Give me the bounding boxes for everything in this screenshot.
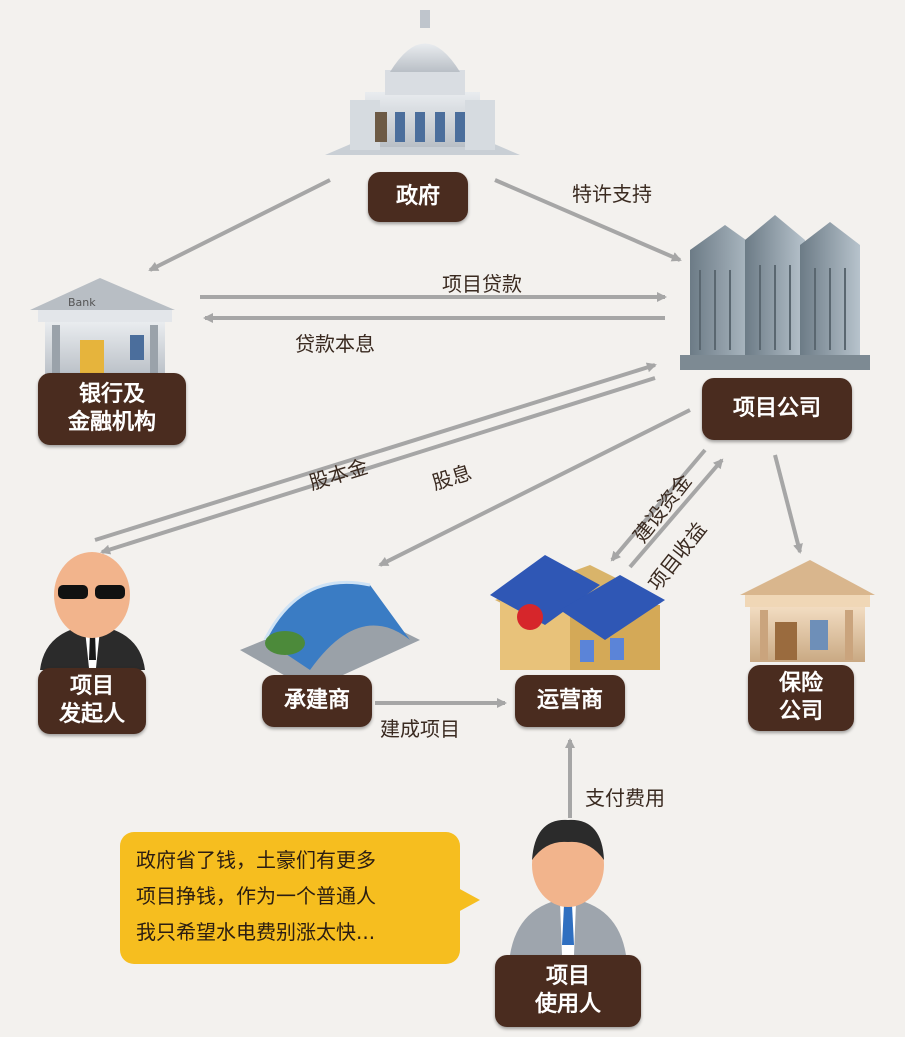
- arrow-company-to-contractor: [378, 408, 691, 567]
- arrow-operator-to-company: [628, 458, 724, 569]
- node-label-line1: 项目: [545, 964, 590, 989]
- arrows: [94, 178, 803, 818]
- node-label-line1: 项目: [69, 674, 114, 699]
- bubble-line: 政府省了钱，土豪们有更多: [136, 848, 376, 872]
- user-speech-bubble: 政府省了钱，土豪们有更多 项目挣钱，作为一个普通人 我只希望水电费别涨太快...: [120, 832, 480, 964]
- sponsor-person-icon: [40, 552, 145, 670]
- node-contractor: 承建商: [262, 675, 372, 727]
- edge-label-franchise-support: 特许支持: [572, 182, 652, 206]
- bubble-line: 我只希望水电费别涨太快...: [136, 920, 376, 944]
- edge-label-completed-project: 建成项目: [380, 717, 460, 741]
- node-label-line1: 银行及: [78, 382, 145, 407]
- node-label-line2: 发起人: [58, 702, 125, 727]
- arrow-gov-to-company: [494, 178, 682, 262]
- government-building-icon: [325, 10, 520, 155]
- node-operator: 运营商: [515, 675, 625, 727]
- node-project-company: 项目公司: [702, 378, 852, 440]
- user-person-icon: [510, 819, 626, 955]
- project-company-towers-icon: [680, 215, 870, 370]
- edge-label-payment: 支付费用: [585, 786, 665, 810]
- arrow-company-to-operator: [610, 448, 707, 562]
- insurance-building-icon: [740, 560, 875, 662]
- operator-house-icon: [490, 555, 665, 670]
- edge-label-project-loan: 项目贷款: [442, 272, 522, 296]
- bank-sign: Bank: [68, 296, 96, 309]
- node-label-line1: 保险: [778, 671, 823, 696]
- node-government: 政府: [368, 172, 468, 222]
- node-insurance: 保险 公司: [748, 665, 854, 731]
- node-user: 项目 使用人: [495, 955, 641, 1027]
- arrow-sponsor-to-company: [94, 362, 657, 542]
- arrow-company-to-insurance: [773, 454, 803, 554]
- node-bank: 银行及 金融机构: [38, 373, 186, 445]
- arrow-company-to-sponsor: [100, 376, 656, 555]
- contractor-hangar-icon: [240, 580, 420, 690]
- arrow-gov-to-bank: [148, 178, 331, 272]
- node-label: 运营商: [536, 688, 603, 713]
- edge-label-loan-principal-interest: 贷款本息: [295, 332, 375, 356]
- node-sponsor: 项目 发起人: [38, 668, 146, 734]
- node-label: 项目公司: [732, 396, 821, 421]
- node-label-line2: 公司: [778, 699, 823, 724]
- bank-building-icon: Bank: [30, 278, 175, 377]
- node-label-line2: 金融机构: [67, 410, 156, 435]
- node-label: 政府: [395, 184, 440, 209]
- bubble-line: 项目挣钱，作为一个普通人: [136, 884, 376, 908]
- node-label-line2: 使用人: [534, 992, 601, 1017]
- node-label: 承建商: [283, 688, 350, 713]
